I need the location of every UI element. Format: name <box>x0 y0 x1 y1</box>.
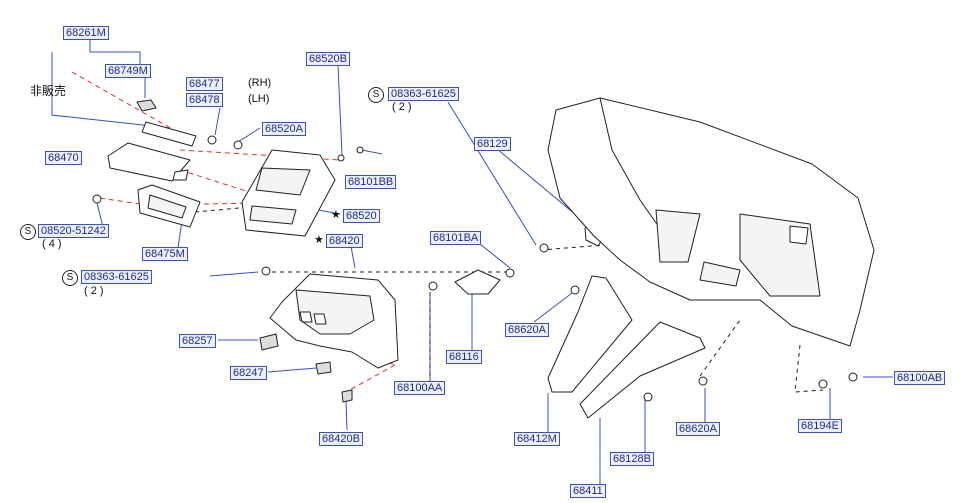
part-label-68749M[interactable]: 68749M <box>105 64 151 78</box>
part-label-08363-61625-bottom[interactable]: 08363-61625 <box>81 270 152 284</box>
part-label-68194E[interactable]: 68194E <box>798 419 842 433</box>
part-label-68100AB[interactable]: 68100AB <box>894 371 946 385</box>
side-panel-part <box>547 275 633 393</box>
quantity-note-2: ( 4 ) <box>42 238 62 250</box>
part-label-68470[interactable]: 68470 <box>45 151 82 165</box>
part-label-68261M[interactable]: 68261M <box>63 26 109 40</box>
part-label-68100AA[interactable]: 68100AA <box>394 381 446 395</box>
part-label-68420[interactable]: 68420 <box>326 234 363 248</box>
part-label-68520[interactable]: 68520 <box>343 209 380 223</box>
part-label-68101BB[interactable]: 68101BB <box>345 175 397 189</box>
part-label-68101BA[interactable]: 68101BA <box>430 231 482 245</box>
not-for-sale-note: 非販売 <box>30 84 67 98</box>
bracket-part <box>454 269 501 295</box>
s-symbol-3: S <box>62 270 78 286</box>
switch-part <box>259 333 279 351</box>
switch-part-2 <box>315 361 332 375</box>
quantity-note-3: ( 2 ) <box>84 285 104 297</box>
rh-note: (RH) <box>248 77 272 89</box>
part-label-68411[interactable]: 68411 <box>570 484 606 498</box>
clip-part-2 <box>341 389 353 403</box>
bar-part <box>141 121 197 147</box>
pocket-part <box>107 142 191 182</box>
part-label-68247[interactable]: 68247 <box>230 366 267 380</box>
part-label-68475M[interactable]: 68475M <box>142 247 188 261</box>
part-label-68620A[interactable]: 68620A <box>505 323 549 337</box>
part-label-68116[interactable]: 68116 <box>446 350 482 364</box>
star-mark: ★ <box>331 209 341 221</box>
s-symbol: S <box>368 87 384 103</box>
part-label-08520-51242[interactable]: 08520-51242 <box>38 224 109 238</box>
part-label-68520A[interactable]: 68520A <box>262 122 306 136</box>
part-label-08363-61625-top[interactable]: 08363-61625 <box>388 87 459 101</box>
lower-panel-part <box>579 321 706 419</box>
clip-part <box>136 99 157 112</box>
part-label-68412M[interactable]: 68412M <box>514 432 560 446</box>
part-label-68420B[interactable]: 68420B <box>319 432 363 446</box>
fastener-part <box>207 135 217 145</box>
part-label-68478[interactable]: 68478 <box>186 93 223 107</box>
part-label-68257[interactable]: 68257 <box>179 334 216 348</box>
quantity-note: ( 2 ) <box>392 101 412 113</box>
star-mark-2: ★ <box>314 234 324 246</box>
part-label-68128B[interactable]: 68128B <box>610 452 654 466</box>
part-label-68129[interactable]: 68129 <box>474 137 511 151</box>
part-label-68520B[interactable]: 68520B <box>306 52 350 66</box>
part-label-68620A-2[interactable]: 68620A <box>676 422 720 436</box>
lh-note: (LH) <box>248 93 270 105</box>
part-label-68477[interactable]: 68477 <box>186 77 223 91</box>
s-symbol-2: S <box>20 224 36 240</box>
